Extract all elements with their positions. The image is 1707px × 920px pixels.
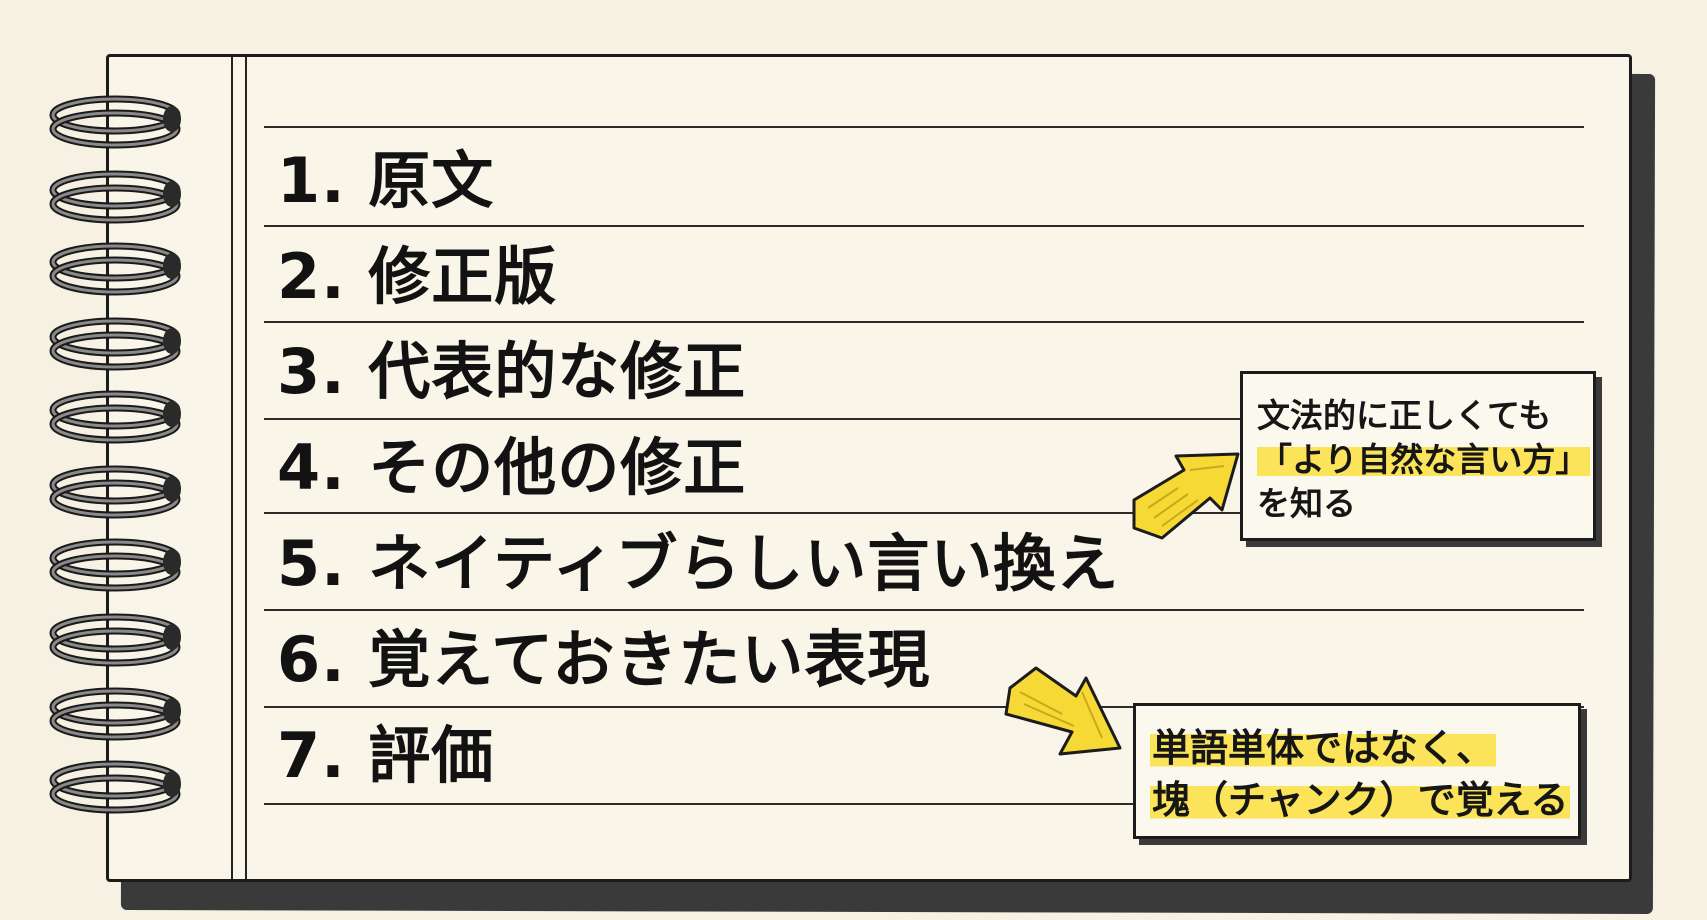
spiral-ring-icon bbox=[49, 170, 181, 224]
spiral-ring-icon bbox=[49, 242, 181, 296]
ruled-line bbox=[264, 126, 1584, 128]
native-expression-note: 文法的に正しくても 「より自然な言い方」 を知る bbox=[1240, 371, 1596, 541]
ruled-line bbox=[264, 321, 1584, 323]
list-item-6: 6. 覚えておきたい表現 bbox=[277, 623, 931, 696]
ruled-line bbox=[264, 418, 1584, 420]
arrow-icon bbox=[1132, 452, 1240, 540]
spiral-ring-icon bbox=[49, 465, 181, 519]
arrow-icon bbox=[1004, 666, 1122, 756]
note-text: 文法的に正しくても bbox=[1257, 396, 1552, 435]
spiral-ring-icon bbox=[49, 760, 181, 814]
spiral-ring-icon bbox=[49, 687, 181, 741]
note-highlight-text: 塊（チャンク）で覚える bbox=[1150, 778, 1571, 822]
margin-line bbox=[245, 57, 247, 879]
spiral-ring-icon bbox=[49, 317, 181, 371]
list-item-3: 3. 代表的な修正 bbox=[277, 335, 747, 408]
list-item-4: 4. その他の修正 bbox=[277, 431, 747, 504]
note-text: を知る bbox=[1257, 484, 1356, 523]
note-highlight-text: 「より自然な言い方」 bbox=[1257, 440, 1591, 479]
spiral-ring-icon bbox=[49, 95, 181, 149]
list-item-5: 5. ネイティブらしい言い換え bbox=[277, 527, 1120, 600]
ruled-line bbox=[264, 512, 1584, 514]
spiral-ring-icon bbox=[49, 538, 181, 592]
ruled-line bbox=[264, 225, 1584, 227]
list-item-1: 1. 原文 bbox=[277, 144, 495, 217]
spiral-ring-icon bbox=[49, 613, 181, 667]
spiral-ring-icon bbox=[49, 390, 181, 444]
ruled-line bbox=[264, 706, 1584, 708]
margin-line bbox=[231, 57, 233, 879]
list-item-2: 2. 修正版 bbox=[277, 240, 558, 313]
note-highlight-text: 単語単体ではなく、 bbox=[1150, 726, 1497, 770]
ruled-line bbox=[264, 609, 1584, 611]
ruled-line bbox=[264, 803, 1294, 805]
list-item-7: 7. 評価 bbox=[277, 719, 495, 792]
spiral-binding bbox=[49, 95, 181, 814]
chunk-learning-note: 単語単体ではなく、 塊（チャンク）で覚える bbox=[1133, 703, 1581, 839]
